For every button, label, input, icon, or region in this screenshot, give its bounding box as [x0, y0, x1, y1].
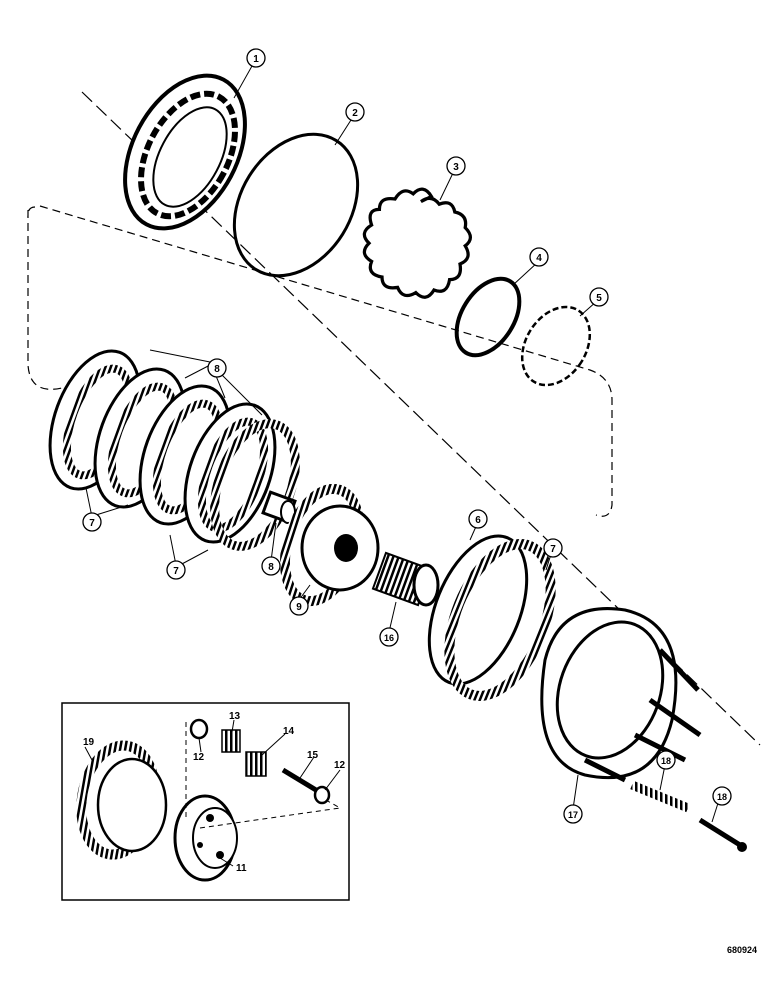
callout-19: 19: [83, 737, 95, 748]
svg-text:17: 17: [568, 810, 578, 820]
drawing-number: 680924: [727, 945, 757, 955]
callout-5: 5: [589, 287, 609, 307]
inset-frame: [61, 702, 350, 901]
callout-12-right: 12: [334, 760, 346, 771]
callout-7-right: 7: [543, 538, 563, 558]
gear-carrier-part-9: [280, 483, 380, 607]
svg-text:4: 4: [536, 253, 542, 264]
clutch-plate-stack: [48, 349, 300, 551]
splined-hub-part-16: [371, 551, 440, 607]
svg-text:2: 2: [352, 108, 358, 119]
callout-6: 6: [468, 509, 488, 529]
svg-text:7: 7: [550, 544, 556, 555]
svg-text:1: 1: [253, 54, 259, 65]
svg-text:9: 9: [296, 602, 302, 613]
group-bracket: [27, 205, 613, 517]
housing-part-17: [540, 607, 702, 783]
callout-16: 16: [379, 627, 399, 647]
svg-text:18: 18: [661, 756, 671, 766]
inset-dashed-guides: [185, 722, 342, 829]
ring-part-4: [454, 276, 522, 358]
callout-3: 3: [446, 156, 466, 176]
callout-7-center: 7: [166, 560, 186, 580]
callout-4: 4: [529, 247, 549, 267]
svg-text:8: 8: [268, 562, 274, 573]
carrier-part-11: [173, 794, 238, 882]
washer-part-12-left: [189, 718, 209, 740]
callout-18-pin: 18: [712, 786, 732, 806]
callout-11: 11: [236, 863, 247, 874]
callout-13: 13: [229, 711, 241, 722]
callout-9: 9: [289, 596, 309, 616]
svg-text:3: 3: [453, 162, 459, 173]
callout-15: 15: [307, 750, 319, 761]
svg-text:18: 18: [717, 792, 727, 802]
svg-text:16: 16: [384, 633, 394, 643]
piston-seal-part-1: [123, 73, 247, 231]
callout-14: 14: [283, 726, 295, 737]
wave-spring-part-3: [362, 187, 473, 299]
callout-1: 1: [246, 48, 266, 68]
svg-text:5: 5: [596, 293, 602, 304]
o-ring-part-2: [232, 132, 360, 278]
svg-text:7: 7: [173, 566, 179, 577]
callout-18-spring: 18: [656, 750, 676, 770]
pinion-gear-part-14: [245, 751, 267, 777]
pin-part-15: [281, 767, 318, 793]
callout-12-left: 12: [193, 752, 205, 763]
svg-text:8: 8: [214, 364, 220, 375]
small-wave-spring-part-5: [520, 305, 592, 387]
callout-2: 2: [345, 102, 365, 122]
spring-part-18: [630, 780, 690, 813]
callout-17: 17: [563, 804, 583, 824]
pin-part-18: [698, 817, 747, 852]
callout-7-left: 7: [82, 512, 102, 532]
svg-text:6: 6: [475, 515, 481, 526]
callout-8-bottom: 8: [261, 556, 281, 576]
ring-gear-part-19: [76, 740, 168, 860]
svg-text:7: 7: [89, 518, 95, 529]
washer-part-12-right: [313, 785, 331, 805]
clutch-drum-part-6: [427, 534, 556, 701]
pinion-gear-part-13: [221, 729, 241, 753]
callout-8-top: 8: [207, 358, 227, 378]
